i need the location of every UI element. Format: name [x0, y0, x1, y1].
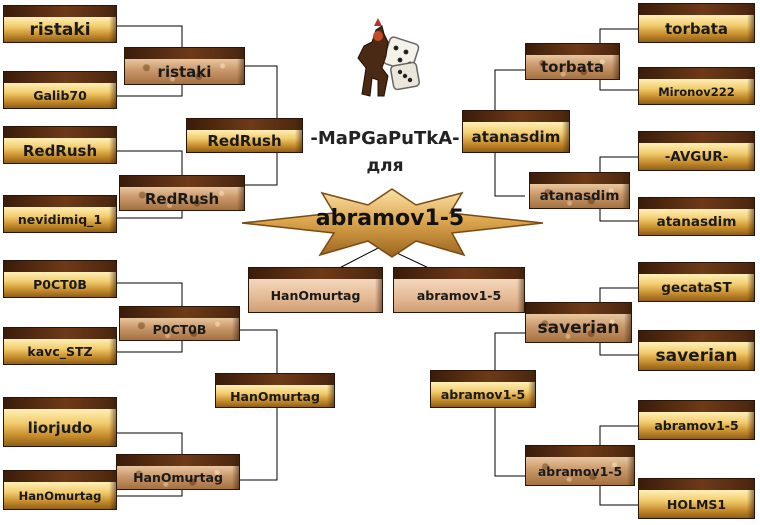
left-r3-slot-2[interactable]: HanOmurtag — [215, 373, 335, 408]
player-name: HanOmurtag — [216, 385, 334, 407]
left-r1-slot-8[interactable]: HanOmurtag — [3, 470, 117, 510]
player-name: abramov1-5 — [526, 457, 634, 485]
player-name: nevidimiq_1 — [4, 207, 116, 232]
right-r2-slot-1[interactable]: torbata — [525, 43, 620, 80]
player-name: abramov1-5 — [431, 382, 535, 407]
player-name: ristaki — [125, 59, 244, 84]
right-r1-slot-8[interactable]: HOLMS1 — [638, 478, 755, 519]
left-r3-slot-1[interactable]: RedRush — [186, 118, 303, 153]
player-name: RedRush — [187, 130, 302, 152]
player-name: RedRush — [120, 187, 244, 210]
right-r1-slot-2[interactable]: Mironov222 — [638, 67, 755, 105]
left-r1-slot-6[interactable]: kavc_STZ — [3, 327, 117, 365]
left-r1-slot-4[interactable]: nevidimiq_1 — [3, 195, 117, 233]
right-r1-slot-7[interactable]: abramov1-5 — [638, 400, 755, 440]
player-name: -AVGUR- — [639, 143, 754, 170]
tournament-subtitle: для — [366, 156, 404, 176]
left-r2-slot-3[interactable]: P0CT0B — [119, 306, 240, 341]
left-r2-slot-1[interactable]: ristaki — [124, 47, 245, 85]
right-r2-slot-4[interactable]: abramov1-5 — [525, 445, 635, 486]
left-r1-slot-3[interactable]: RedRush — [3, 126, 117, 164]
player-name: HOLMS1 — [639, 490, 754, 518]
player-name: HanOmurtag — [4, 482, 116, 509]
final-slot-left[interactable]: HanOmurtag — [248, 267, 383, 313]
right-r3-slot-2[interactable]: abramov1-5 — [430, 370, 536, 408]
player-name: saverian — [526, 314, 631, 342]
left-r2-slot-4[interactable]: HanOmurtag — [116, 454, 240, 490]
right-r1-slot-5[interactable]: gecataST — [638, 262, 755, 302]
tournament-title: -MaPGaPuTkA- — [310, 128, 460, 149]
left-r1-slot-1[interactable]: ristaki — [3, 5, 117, 43]
player-name: ristaki — [4, 17, 116, 42]
player-name: atanasdim — [530, 184, 629, 208]
player-name: abramov1-5 — [639, 412, 754, 439]
player-name: HanOmurtag — [117, 466, 239, 489]
champion-star-badge — [241, 188, 544, 258]
player-name: P0CT0B — [120, 318, 239, 340]
player-name: HanOmurtag — [249, 279, 382, 312]
right-r1-slot-4[interactable]: atanasdim — [638, 197, 755, 236]
player-name: RedRush — [4, 138, 116, 163]
final-slot-right[interactable]: abramov1-5 — [393, 267, 525, 313]
right-r2-slot-3[interactable]: saverian — [525, 302, 632, 343]
left-r1-slot-2[interactable]: Galib70 — [3, 71, 117, 109]
left-r1-slot-7[interactable]: liorjudo — [3, 397, 117, 447]
right-r3-slot-1[interactable]: atanasdim — [462, 110, 570, 153]
right-r2-slot-2[interactable]: atanasdim — [529, 172, 630, 209]
left-r1-slot-5[interactable]: P0CT0B — [3, 260, 117, 298]
right-r1-slot-1[interactable]: torbata — [638, 3, 755, 43]
player-name: abramov1-5 — [394, 279, 524, 312]
player-name: saverian — [639, 342, 754, 370]
player-name: kavc_STZ — [4, 339, 116, 364]
champion-name: abramov1-5 — [315, 206, 465, 231]
right-r1-slot-3[interactable]: -AVGUR- — [638, 131, 755, 171]
knight-horse-and-dice-icon — [357, 18, 421, 97]
player-name: atanasdim — [463, 122, 569, 152]
right-r1-slot-6[interactable]: saverian — [638, 330, 755, 371]
player-name: Mironov222 — [639, 79, 754, 104]
player-name: P0CT0B — [4, 272, 116, 297]
player-name: liorjudo — [4, 409, 116, 446]
player-name: Galib70 — [4, 83, 116, 108]
player-name: torbata — [639, 15, 754, 42]
player-name: torbata — [526, 55, 619, 79]
player-name: atanasdim — [639, 209, 754, 235]
left-r2-slot-2[interactable]: RedRush — [119, 175, 245, 211]
player-name: gecataST — [639, 274, 754, 301]
